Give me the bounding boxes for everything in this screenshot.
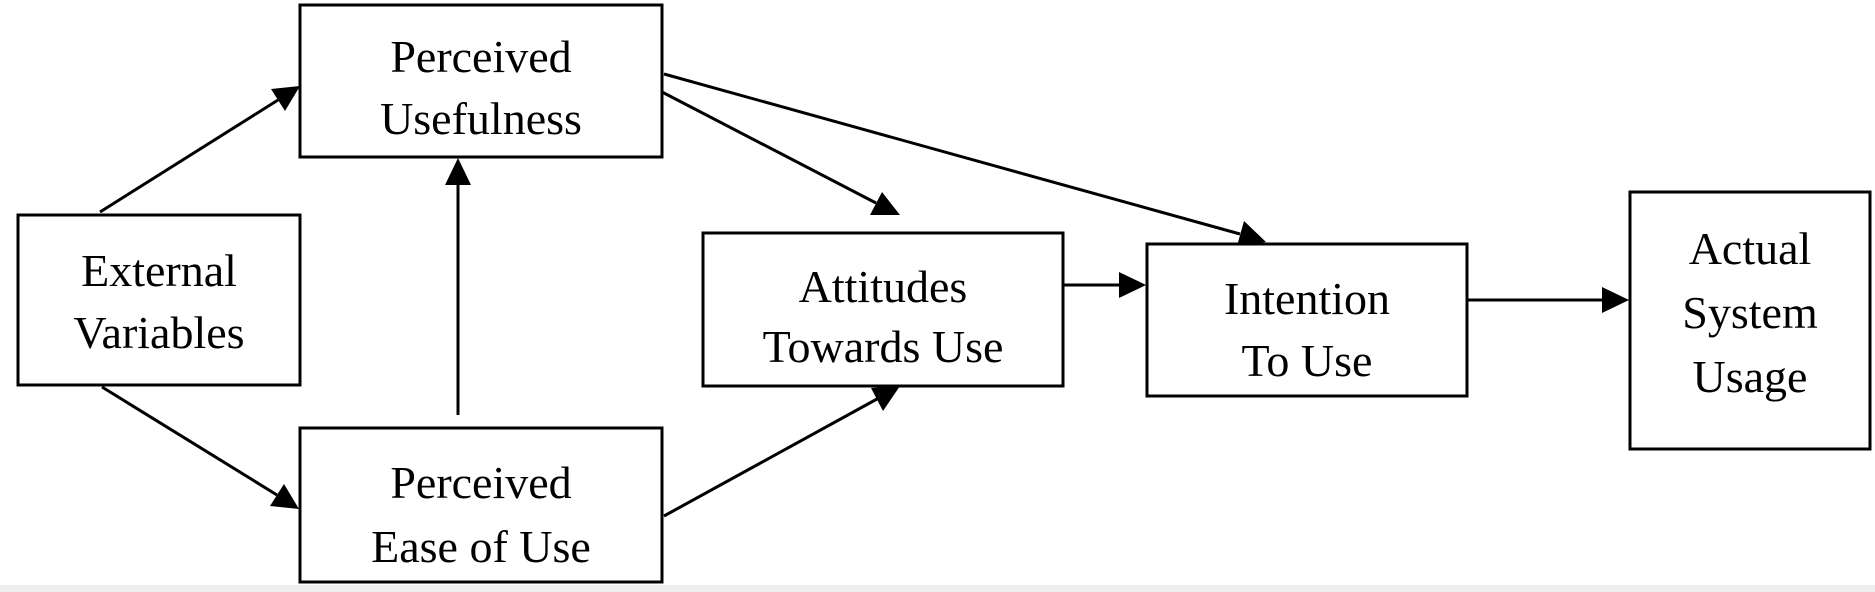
edge-external-to-usefulness [99,86,300,214]
node-perceived-usefulness-line2: Usefulness [380,93,582,144]
bottom-edge-band [0,585,1875,592]
edge-intention-to-usage [1468,287,1629,313]
node-external-variables: External Variables [16,213,302,387]
node-external-variables-line2: Variables [73,307,244,358]
node-actual-system-usage: Actual System Usage [1628,190,1872,451]
edge-attitudes-to-intention [1064,272,1146,298]
edge-usefulness-to-intention [663,72,1266,246]
node-attitudes-towards-use-line1: Attitudes [799,261,968,312]
node-intention-to-use-line2: To Use [1242,335,1373,386]
node-attitudes-towards-use: Attitudes Towards Use [701,231,1065,388]
edge-ease-to-attitudes [663,386,900,518]
node-attitudes-towards-use-line2: Towards Use [763,321,1004,372]
node-actual-system-usage-line2: System [1682,287,1818,338]
node-perceived-ease-of-use: Perceived Ease of Use [298,426,664,584]
node-intention-to-use: Intention To Use [1145,242,1469,398]
node-perceived-ease-of-use-line1: Perceived [390,457,571,508]
edge-external-to-ease [101,385,299,509]
node-perceived-ease-of-use-line2: Ease of Use [371,521,591,572]
node-external-variables-line1: External [81,245,237,296]
node-actual-system-usage-line1: Actual [1689,223,1812,274]
node-perceived-usefulness-line1: Perceived [390,31,571,82]
node-perceived-usefulness: Perceived Usefulness [298,3,664,159]
node-intention-to-use-line1: Intention [1224,273,1390,324]
node-actual-system-usage-line3: Usage [1693,351,1808,402]
edge-usefulness-to-attitudes [661,90,900,215]
edge-ease-to-usefulness [445,158,471,415]
